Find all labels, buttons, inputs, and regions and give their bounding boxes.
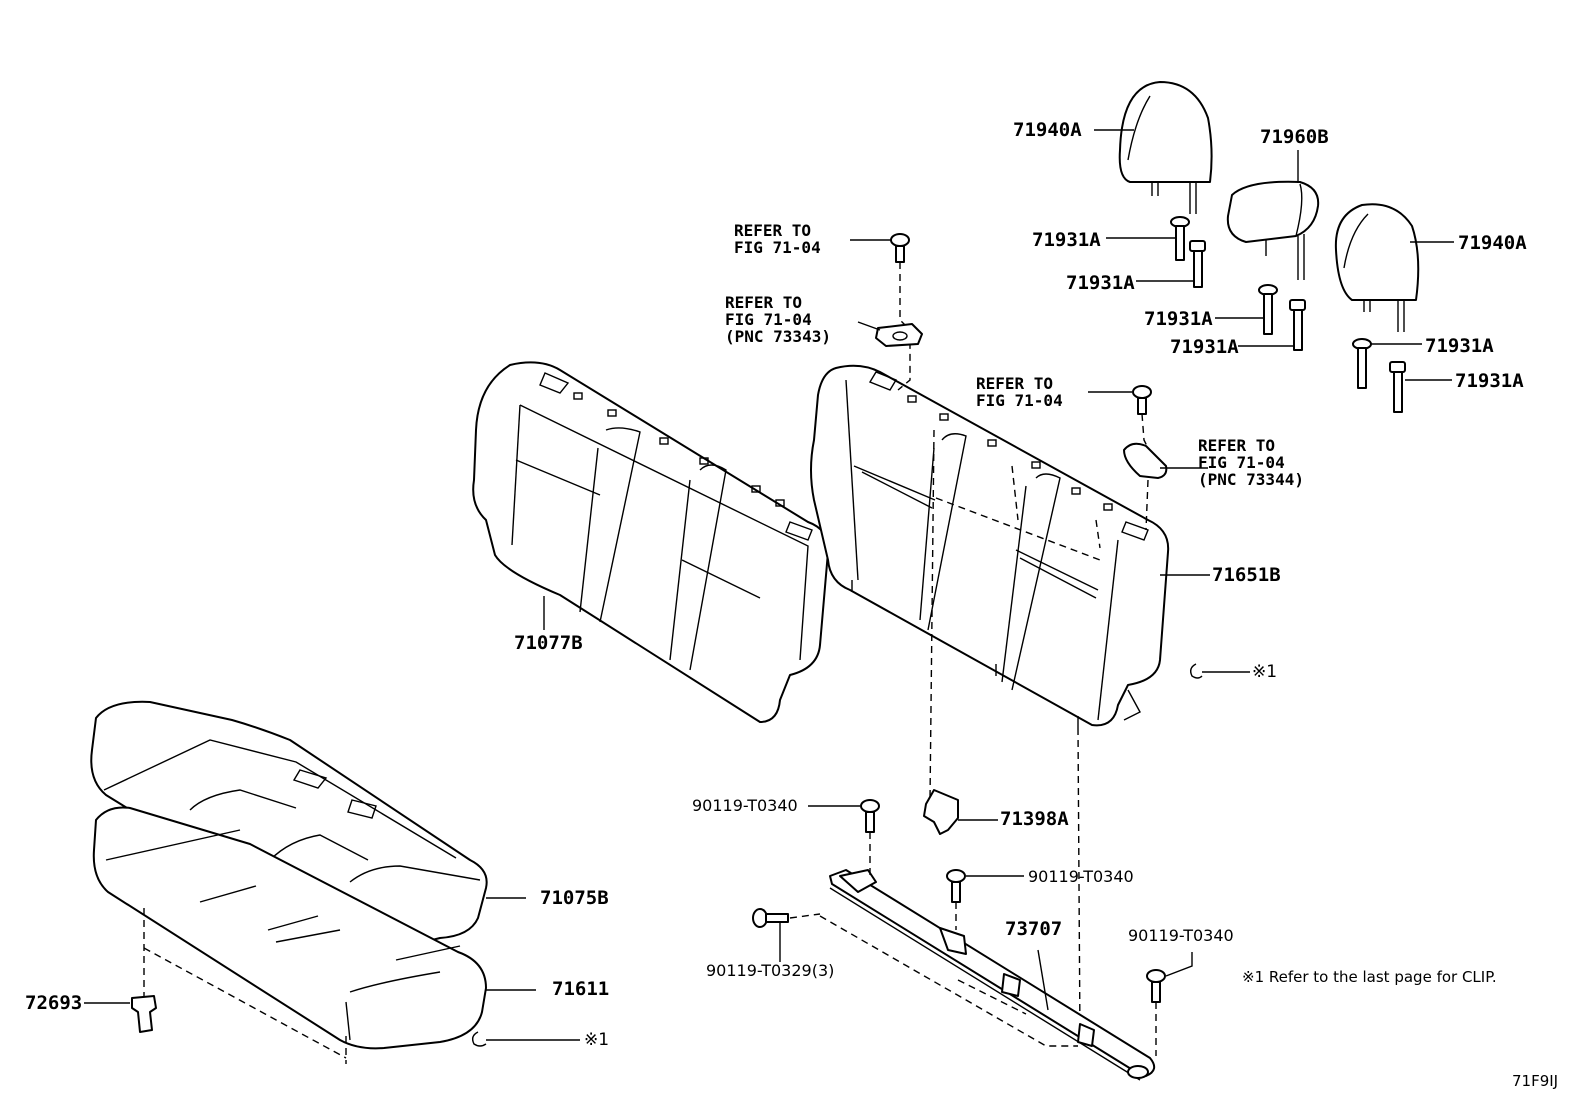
footnote: ※1 Refer to the last page for CLIP. [1242,968,1497,986]
guide-2[interactable] [1189,240,1206,288]
seat-cushion-cover[interactable] [90,700,488,957]
label-bolt-right: 90119-T0340 [1128,926,1234,945]
lock-plate-left[interactable] [875,323,923,347]
label-cushion-frame: 71611 [552,978,610,1000]
bolt-center[interactable] [946,869,966,903]
label-hook: 71398A [1000,808,1069,830]
figure-code: 71F9IJ [1512,1072,1559,1090]
guide-1[interactable] [1170,216,1190,261]
label-guide-3: 71931A [1144,308,1213,330]
label-bolt-left-upper: 90119-T0340 [692,796,798,815]
bolt-ref-right[interactable] [1132,385,1152,415]
label-guide-5: 71931A [1425,335,1494,357]
label-bolt-left-lower: 90119-T0329(3) [706,961,835,980]
headrest-center[interactable] [1226,180,1320,280]
headrest-right[interactable] [1334,203,1420,332]
headrest-left[interactable] [1118,81,1213,214]
seat-back-frame[interactable] [810,364,1170,728]
lock-plate-right[interactable] [1123,442,1168,479]
bolt-upper-left[interactable] [860,799,880,833]
label-headrest-center: 71960B [1260,126,1329,148]
hook[interactable] [923,789,959,835]
seat-cushion-frame[interactable] [92,806,487,1050]
label-bolt-center: 90119-T0340 [1028,867,1134,886]
ref-bolt-left: REFER TO FIG 71-04 [734,221,821,257]
ref-lock-left: REFER TO FIG 71-04 (PNC 73343) [725,293,831,346]
guide-3[interactable] [1258,284,1278,335]
guide-4[interactable] [1289,299,1306,351]
label-guide-2: 71931A [1066,272,1135,294]
label-cushion-cover: 71075B [540,887,609,909]
label-guide-1: 71931A [1032,229,1101,251]
ref-bolt-right: REFER TO FIG 71-04 [976,374,1063,410]
ref-lock-right: REFER TO FIG 71-04 (PNC 73344) [1198,436,1304,489]
guide-5[interactable] [1352,338,1372,389]
label-guide-6: 71931A [1455,370,1524,392]
label-clip-72693: 72693 [25,992,83,1014]
bracket[interactable] [829,869,1156,1081]
bolt-right[interactable] [1146,969,1166,1003]
clip-cushion[interactable] [471,1031,487,1047]
label-headrest-left: 71940A [1013,119,1082,141]
clip-back[interactable] [1189,663,1203,679]
seat-back-cover[interactable] [472,361,830,723]
label-bracket: 73707 [1005,918,1063,940]
bolt-lower-left[interactable] [752,908,789,928]
label-guide-4: 71931A [1170,336,1239,358]
guide-6[interactable] [1389,361,1406,413]
bolt-ref-left[interactable] [890,233,910,263]
label-back-frame: 71651B [1212,564,1281,586]
label-back-cover: 71077B [514,632,583,654]
label-clip-ref-cushion: ※1 [584,1030,610,1050]
label-clip-ref-back: ※1 [1252,662,1278,682]
clip-72693[interactable] [131,995,157,1033]
label-headrest-right: 71940A [1458,232,1527,254]
